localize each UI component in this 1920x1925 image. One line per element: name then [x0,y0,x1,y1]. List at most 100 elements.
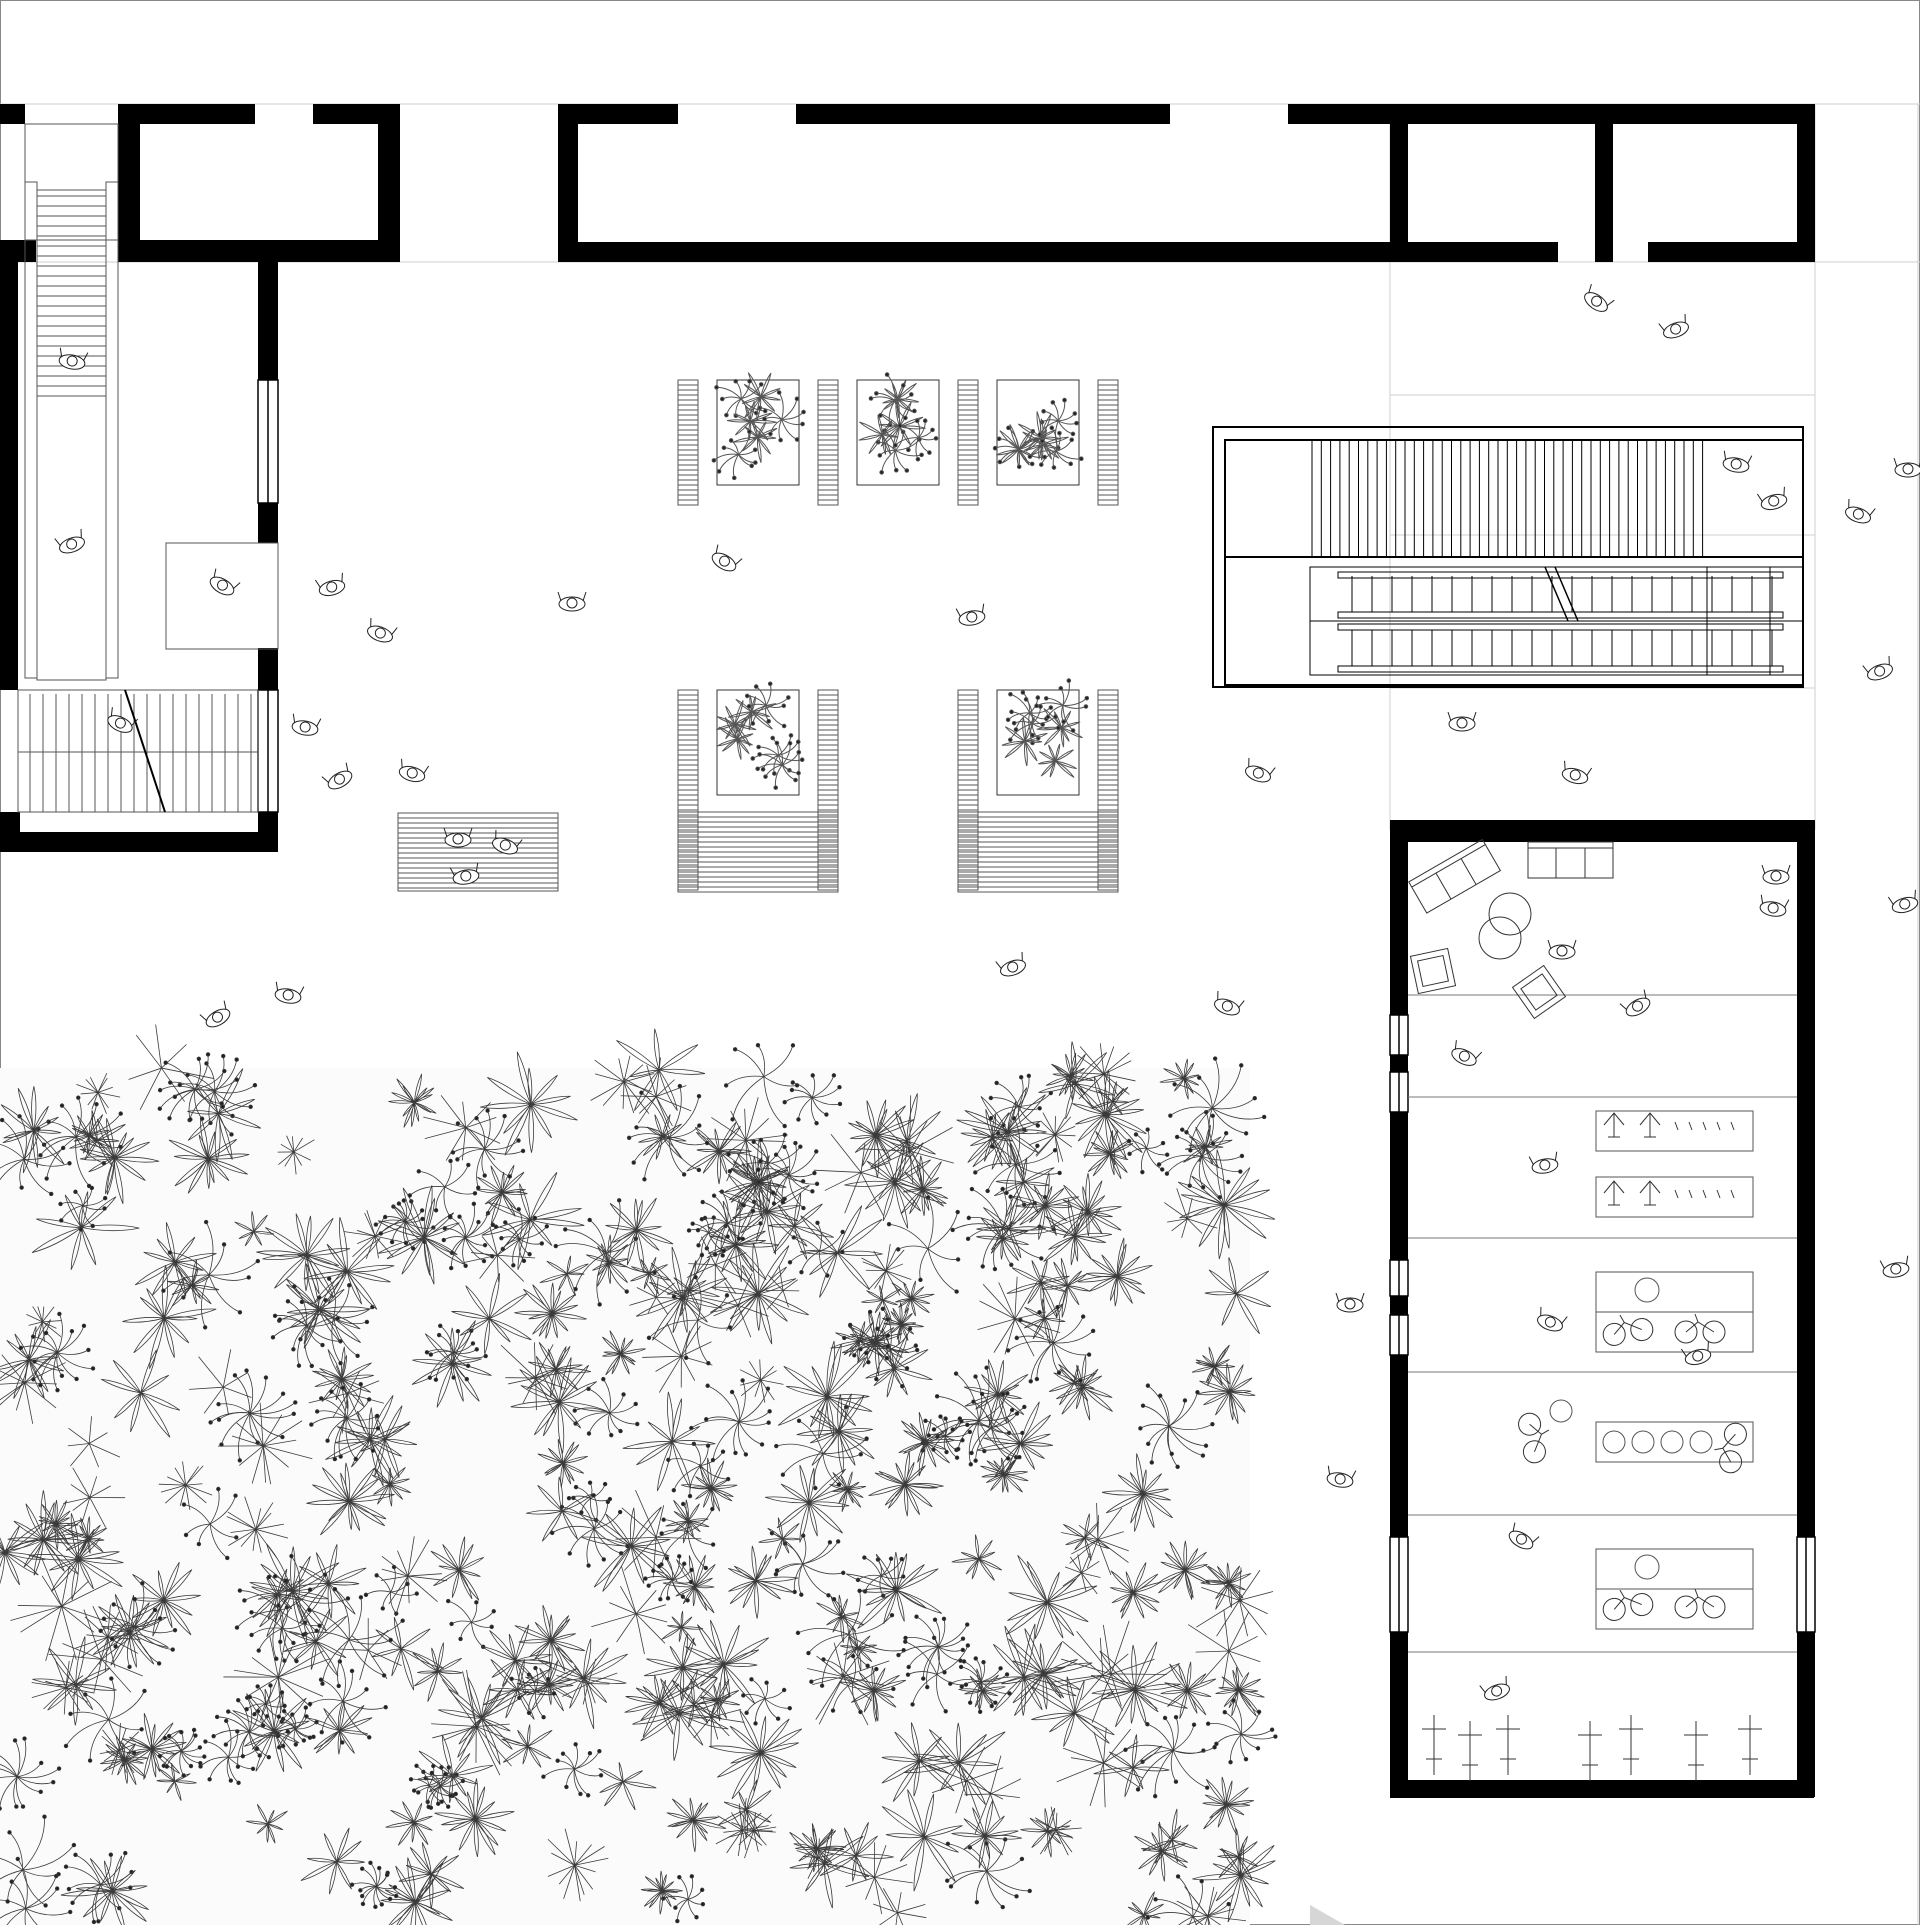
plant-topview-icon [234,1574,322,1661]
plant-topview-icon [1027,425,1084,470]
person-topview-icon [492,829,523,855]
bicycle-topview-icon [1639,1180,1661,1206]
plant-topview-icon [69,1110,126,1167]
plant-topview-icon [1028,1112,1076,1163]
plant-topview-icon [99,1723,140,1775]
plant-topview-icon [868,1451,944,1517]
plant-topview-icon [1134,1821,1189,1882]
plant-topview-icon [681,1457,738,1512]
plant-topview-icon [868,372,917,428]
plant-topview-icon [726,1132,806,1205]
bicycle-topview-icon [1603,1112,1625,1138]
plant-topview-icon [450,1108,526,1190]
plant-topview-icon [380,1536,448,1617]
plant-topview-icon [1158,1540,1211,1600]
bicycle-topview-icon [1496,1715,1520,1775]
plant-topview-icon [1038,743,1077,778]
plant-topview-icon [63,1850,134,1925]
plant-topview-icon [973,1116,1062,1207]
plant-topview-icon [660,1874,706,1924]
plant-topview-icon [1001,716,1048,767]
person-topview-icon [107,707,139,733]
plant-topview-icon [706,1198,780,1282]
person-topview-icon [1761,864,1791,885]
plant-topview-icon [1050,1173,1122,1239]
bicycle-topview-icon [1458,1721,1482,1781]
plant-topview-icon [445,1598,496,1650]
plant-topview-icon [1192,1843,1276,1923]
plant-topview-icon [976,1217,1029,1262]
plant-topview-icon [980,1457,1029,1493]
pavilion-interior [1408,838,1797,1653]
plant-topview-icon [708,1709,803,1800]
plant-topview-icon [1011,1172,1080,1240]
plant-topview-icon [181,1486,239,1561]
plant-topview-icon [769,1531,846,1598]
plant-topview-icon [956,1087,1047,1175]
plant-topview-icon [65,1516,108,1560]
plant-topview-icon [602,1330,646,1376]
plant-topview-icon [620,1057,692,1130]
plant-topview-icon [744,681,791,729]
plant-topview-icon [858,414,901,455]
plant-topview-icon [813,1133,894,1216]
plant-topview-icon [434,1778,515,1858]
person-topview-icon [1326,1465,1357,1488]
plant-topview-icon [572,1376,640,1438]
plant-topview-icon [514,1282,587,1339]
plant-topview-icon [38,1499,79,1550]
plant-topview-icon [848,1099,917,1178]
bicycle-topview-icon [1684,1721,1708,1781]
plant-topview-icon [665,1499,710,1544]
bicycle-topview-icon [1639,1112,1661,1138]
building-walls [0,104,1815,1798]
plant-topview-icon [765,1464,853,1543]
plant-topview-icon [417,1734,494,1803]
plant-topview-icon [1077,1237,1153,1307]
left-stair [17,123,279,813]
plant-topview-icon [1183,1124,1233,1169]
plant-topview-icon [398,1842,465,1909]
sofa-icon [1408,838,1614,914]
plant-topview-icon [710,1242,809,1345]
plant-topview-icon [1204,1257,1271,1335]
bicycle-topview-icon [1603,1180,1625,1206]
person-topview-icon [54,528,85,554]
plant-topview-icon [349,1860,399,1910]
plant-topview-icon [76,1072,121,1114]
plant-topview-icon [727,1545,799,1619]
plant-topview-icon [122,1265,217,1369]
plant-topview-icon [1062,1553,1101,1595]
bicycle-topview-icon [1714,1422,1747,1474]
plant-topview-icon [1031,1676,1115,1747]
person-topview-icon [58,347,89,370]
plant-topview-icon [464,1226,536,1282]
plant-topview-icon [1164,1188,1218,1238]
plant-topview-icon [977,1276,1061,1357]
plant-topview-icon [896,1614,970,1690]
plant-topview-icon [638,1114,687,1160]
plant-topview-icon [168,1117,250,1194]
plant-topview-icon [1101,1453,1173,1532]
plant-topview-icon [493,1207,550,1268]
plant-topview-icon [830,1321,886,1361]
plant-topview-icon [527,1342,592,1398]
plant-topview-icon [782,1073,843,1126]
plant-topview-icon [741,372,781,421]
pavilion-windows [1389,1014,1816,1633]
plant-topview-icon [309,1382,381,1462]
plant-topview-icon [63,1467,126,1528]
plant-topview-icon [556,1658,618,1705]
plant-topview-icon [158,1461,213,1511]
person-topview-icon [398,758,430,783]
plant-topview-icon [481,1624,552,1696]
plant-topview-icon [1036,708,1083,748]
plant-topview-icon [689,1378,772,1463]
person-topview-icon [1214,990,1245,1016]
person-topview-icon [314,572,346,597]
plant-topview-icon [661,1610,704,1646]
plant-topview-icon [0,1856,73,1925]
plant-topview-icon [1142,1808,1198,1864]
plant-topview-icon [307,1701,373,1755]
plant-topview-icon [756,1140,820,1211]
